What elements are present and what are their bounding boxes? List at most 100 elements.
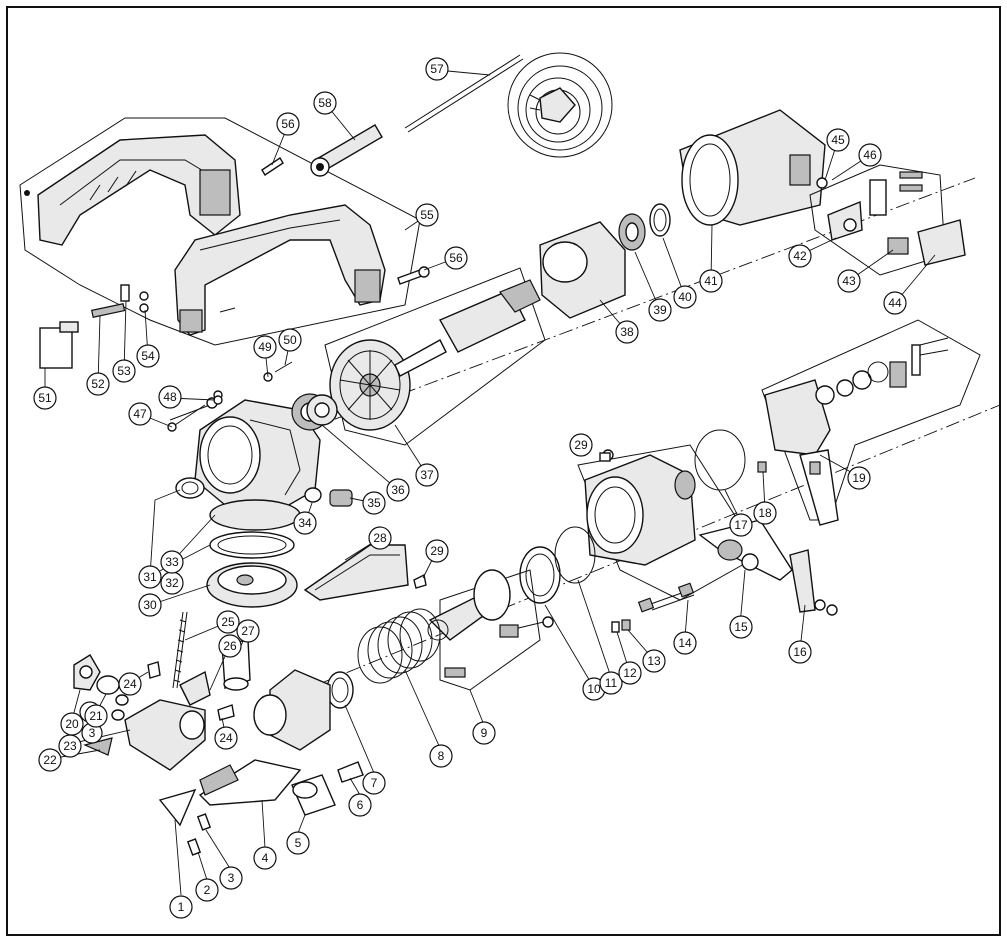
cutting-head-4 [198,669,331,806]
callout-28: 28 [368,526,392,550]
callout-56: 56 [444,246,468,270]
callout-42: 42 [788,244,812,268]
callout-label: 53 [117,364,131,378]
diagram-border [6,6,1001,936]
callout-25: 25 [216,610,240,634]
callout-label: 51 [38,391,52,405]
callout-label: 56 [449,251,463,265]
spring-parts-14 [637,582,695,613]
callout-label: 4 [262,851,269,865]
cutter-parts-20-27 [73,639,251,771]
callout-33: 33 [160,550,184,574]
callout-31: 31 [138,565,162,589]
callout-label: 13 [647,654,661,668]
callout-label: 9 [481,726,488,740]
callout-32: 32 [160,571,184,595]
callout-label: 47 [133,407,147,421]
callout-19: 19 [847,466,871,490]
callout-label: 56 [281,117,295,131]
callout-label: 8 [438,749,445,763]
callout-8: 8 [429,744,453,768]
rear-bearing-housing [577,444,761,601]
callout-label: 49 [258,340,272,354]
callout-label: 54 [141,349,155,363]
spring-25 [172,611,188,689]
callout-label: 42 [793,249,807,263]
callout-16: 16 [788,640,812,664]
callout-44: 44 [883,291,907,315]
callout-3: 3 [219,866,243,890]
callout-label: 20 [65,717,79,731]
rear-handle-block-19 [757,319,981,526]
callout-label: 24 [123,677,137,691]
callout-58: 58 [313,91,337,115]
callout-label: 3 [228,871,235,885]
cable-sleeve [310,124,383,177]
callout-label: 34 [298,516,312,530]
callout-label: 52 [91,377,105,391]
callout-label: 38 [620,325,634,339]
callout-34: 34 [293,511,317,535]
callout-label: 19 [852,471,866,485]
callout-1: 1 [169,895,193,919]
callout-label: 43 [842,274,856,288]
callout-12: 12 [618,661,642,685]
callout-17: 17 [729,513,753,537]
callout-48: 48 [158,385,182,409]
callout-14: 14 [673,631,697,655]
callout-label: 55 [420,208,434,222]
callout-46: 46 [858,143,882,167]
callout-label: 41 [704,274,718,288]
bearing-plate-stack [206,499,301,608]
callout-label: 26 [223,639,237,653]
callout-label: 48 [163,390,177,404]
pins-2-3 [111,694,212,856]
callout-5: 5 [286,831,310,855]
callout-15: 15 [729,615,753,639]
lever-16 [789,549,838,616]
callout-label: 57 [430,62,444,76]
callout-label: 29 [430,544,444,558]
callout-label: 40 [678,290,692,304]
callout-57: 57 [425,57,449,81]
callout-39: 39 [648,298,672,322]
callout-37: 37 [415,463,439,487]
callout-26: 26 [218,634,242,658]
blade-1 [158,788,197,827]
callout-41: 41 [699,269,723,293]
callout-label: 32 [165,576,179,590]
callout-4: 4 [253,846,277,870]
callout-52: 52 [86,372,110,396]
callout-label: 58 [318,96,332,110]
callout-label: 46 [863,148,877,162]
callout-label: 23 [63,739,77,753]
spindle-assembly [427,526,631,691]
handle-screws [261,157,430,285]
callout-label: 21 [89,709,103,723]
callout-label: 29 [574,438,588,452]
guard-28 [303,544,409,601]
callout-50: 50 [278,328,302,352]
callout-20: 20 [60,712,84,736]
callout-38: 38 [615,320,639,344]
callout-9: 9 [472,721,496,745]
callout-55: 55 [415,203,439,227]
callout-label: 11 [605,676,618,690]
callout-47: 47 [128,402,152,426]
callout-49: 49 [253,335,277,359]
callout-43: 43 [837,269,861,293]
callout-label: 27 [241,624,255,638]
callout-label: 2 [204,883,211,897]
callout-label: 17 [734,518,748,532]
callout-label: 28 [373,531,387,545]
callout-label: 1 [178,900,185,914]
callout-label: 14 [678,636,692,650]
callout-label: 12 [623,666,637,680]
switch-parts [39,284,149,369]
callout-56: 56 [276,112,300,136]
callout-18: 18 [753,501,777,525]
callout-51: 51 [33,386,57,410]
callout-label: 7 [371,776,378,790]
callout-29: 29 [425,539,449,563]
